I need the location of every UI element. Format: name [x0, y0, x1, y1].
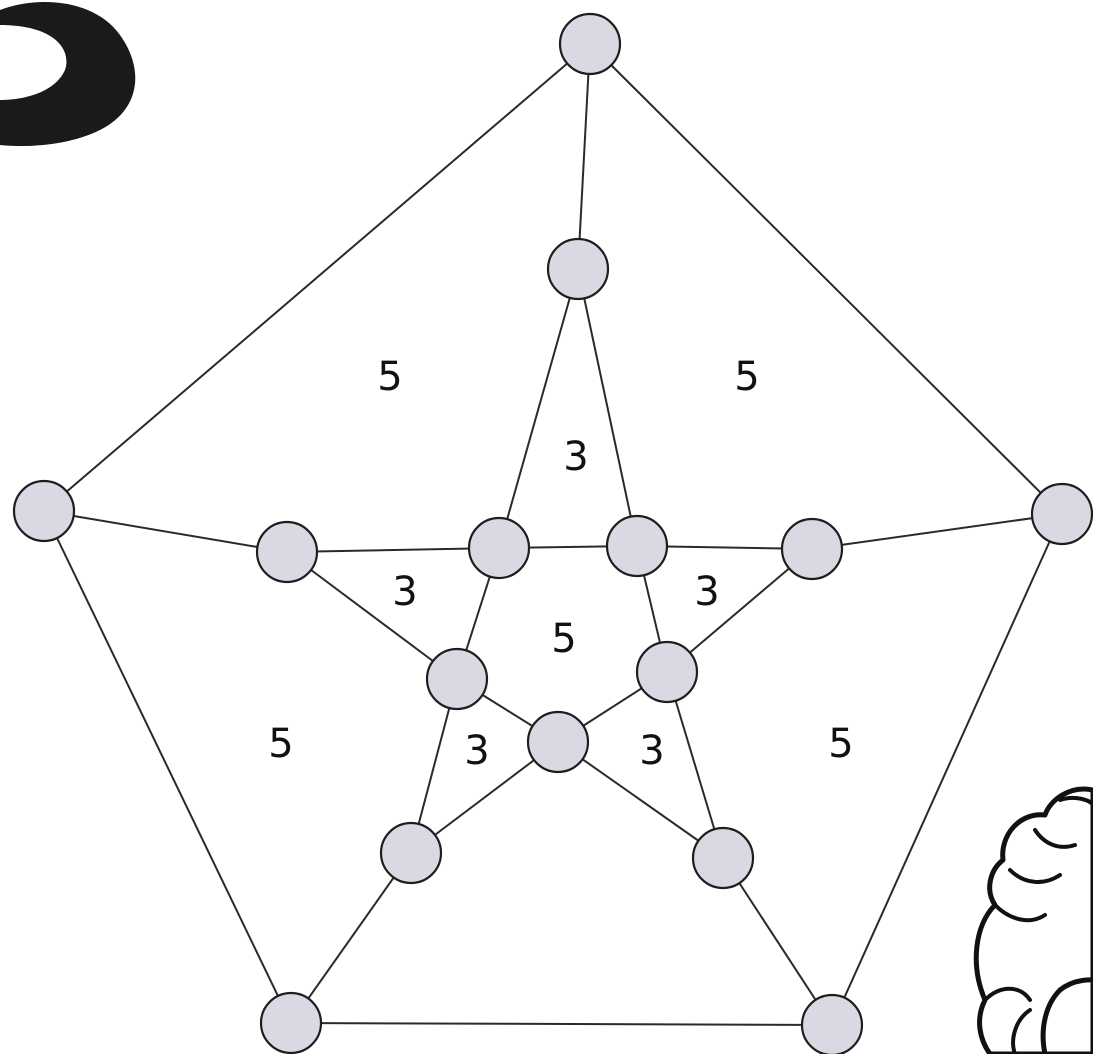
node-mid-bottom-right — [693, 828, 753, 888]
edge-outer-top-mid-top — [578, 44, 590, 269]
node-mid-top — [548, 239, 608, 299]
edge-mid-top-inner-top-left — [499, 269, 578, 548]
face-outer-top-left-label: 5 — [377, 354, 402, 400]
edges — [44, 44, 1062, 1025]
node-mid-bottom-left — [381, 823, 441, 883]
edge-outer-bottom-left-outer-bottom-right — [291, 1023, 832, 1025]
face-outer-right-label: 5 — [828, 721, 853, 767]
edge-mid-top-inner-top-right — [578, 269, 637, 546]
decorative-blob — [0, 2, 135, 146]
edge-outer-left-mid-left — [44, 511, 287, 552]
face-triangle-top-label: 3 — [563, 434, 588, 480]
edge-mid-left-inner-top-left — [287, 548, 499, 552]
node-outer-left — [14, 481, 74, 541]
edge-outer-bottom-left-mid-bottom-left — [291, 853, 411, 1023]
face-outer-top-right-label: 5 — [734, 354, 759, 400]
node-inner-top-left — [469, 518, 529, 578]
edge-outer-right-mid-right — [812, 514, 1062, 549]
node-outer-right — [1032, 484, 1092, 544]
node-mid-left — [257, 522, 317, 582]
face-outer-left-label: 5 — [268, 721, 293, 767]
node-outer-bottom-right — [802, 995, 862, 1054]
node-inner-top-right — [607, 516, 667, 576]
node-inner-left — [427, 649, 487, 709]
face-triangle-bottom-left-label: 3 — [464, 728, 489, 774]
node-outer-top — [560, 14, 620, 74]
node-inner-right — [637, 642, 697, 702]
edge-outer-top-outer-left — [44, 44, 590, 511]
edge-outer-left-outer-bottom-left — [44, 511, 291, 1023]
node-inner-bottom — [528, 712, 588, 772]
node-mid-right — [782, 519, 842, 579]
face-center-label: 5 — [551, 616, 576, 662]
edge-mid-left-inner-left — [287, 552, 457, 679]
edge-outer-top-outer-right — [590, 44, 1062, 514]
decorative-clipart — [976, 789, 1093, 1054]
face-labels: 5 5 3 3 3 5 5 3 3 5 — [268, 354, 853, 774]
face-triangle-bottom-right-label: 3 — [639, 728, 664, 774]
face-triangle-right-label: 3 — [694, 569, 719, 615]
face-triangle-left-label: 3 — [392, 569, 417, 615]
node-outer-bottom-left — [261, 993, 321, 1053]
